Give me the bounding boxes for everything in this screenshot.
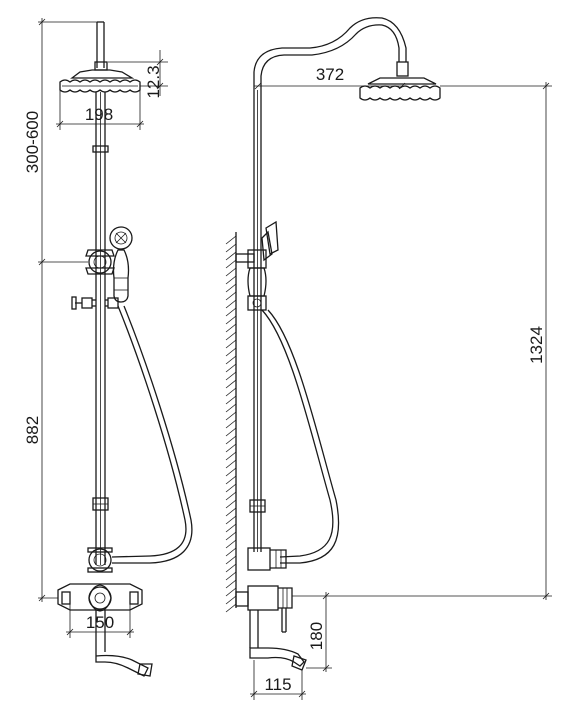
wall-hatch-line: [225, 275, 237, 285]
wall-hatch-line: [225, 507, 237, 517]
wall-hatch-line: [225, 339, 237, 349]
wall-hatch-line: [225, 555, 237, 565]
dim-mixer-centers: 150: [86, 613, 114, 632]
dim-spout-drop: 180: [307, 622, 326, 650]
dim-total-height: 1324: [527, 326, 546, 364]
wall-hatch-line: [225, 331, 237, 341]
side-lower-diverter: [247, 547, 287, 571]
dimension-labels: 12.3 198 300-600 882 150 372 1324 180 11…: [23, 65, 546, 694]
dim-spout-reach: 115: [264, 675, 291, 694]
wall-hatch-line: [225, 587, 237, 597]
front-view: [57, 21, 193, 677]
wall-hatch-line: [225, 467, 237, 477]
side-column: [249, 90, 266, 552]
front-slide-bracket: [71, 296, 119, 310]
front-mixer: [57, 583, 143, 612]
wall-hatch-line: [225, 451, 237, 461]
dim-arm-reach: 372: [316, 65, 344, 84]
front-shower-head: [59, 61, 141, 93]
wall-hatch-line: [225, 475, 237, 485]
wall-hatch-line: [225, 595, 237, 605]
wall-hatch-line: [225, 499, 237, 509]
side-arched-arm: [253, 17, 407, 90]
side-spout: [249, 610, 307, 671]
side-hand-shower: [235, 220, 279, 311]
side-view: [225, 17, 441, 671]
wall-hatch-line: [225, 251, 237, 261]
wall-hatch-line: [225, 563, 237, 573]
front-top-riser: [96, 21, 105, 68]
side-mixer: [235, 585, 293, 633]
wall-hatch-line: [225, 371, 237, 381]
wall-hatch-line: [225, 571, 237, 581]
wall-hatch-line: [225, 603, 237, 613]
front-hose: [111, 305, 193, 564]
wall-hatch-line: [225, 419, 237, 429]
side-hose: [261, 309, 340, 564]
dim-head-thickness: 12.3: [144, 65, 163, 98]
side-shower-head: [359, 61, 441, 101]
wall-hatch-line: [225, 547, 237, 557]
wall-hatch-line: [225, 435, 237, 445]
wall-hatch-line: [225, 307, 237, 317]
dim-head-diameter: 198: [85, 105, 113, 124]
wall-hatch-line: [225, 523, 237, 533]
front-hand-shower: [109, 226, 133, 303]
wall-hatch-line: [225, 267, 237, 277]
wall-hatch-line: [225, 443, 237, 453]
front-main-column: [92, 92, 109, 565]
wall-hatch-line: [225, 355, 237, 365]
wall-hatch-line: [225, 363, 237, 373]
wall-hatch-line: [225, 259, 237, 269]
wall-hatch-line: [225, 243, 237, 253]
wall-hatch-line: [225, 491, 237, 501]
side-dimension-lines: [250, 82, 552, 700]
wall-hatch-line: [225, 403, 237, 413]
wall-hatch-line: [225, 483, 237, 493]
wall-hatch-line: [225, 379, 237, 389]
wall-hatch-line: [225, 323, 237, 333]
front-spout: [95, 610, 153, 677]
wall-hatch-line: [225, 347, 237, 357]
dim-height-adjust: 300-600: [23, 111, 42, 173]
front-upper-joint: [85, 249, 115, 275]
wall-hatch-line: [225, 283, 237, 293]
wall-hatch-line: [225, 427, 237, 437]
wall-hatch-line: [225, 411, 237, 421]
wall-hatch-line: [225, 515, 237, 525]
wall-hatch-line: [225, 299, 237, 309]
wall-hatch-line: [225, 235, 237, 245]
wall-hatch-line: [225, 387, 237, 397]
front-lower-diverter: [87, 547, 113, 573]
wall-hatch-line: [225, 579, 237, 589]
wall-hatch-line: [225, 395, 237, 405]
wall-hatch-line: [225, 315, 237, 325]
wall-hatch-line: [225, 531, 237, 541]
side-wall: [225, 232, 237, 613]
wall-hatch-line: [225, 291, 237, 301]
front-dimension-lines: [38, 18, 168, 638]
wall-hatch-line: [225, 459, 237, 469]
wall-hatch-line: [225, 539, 237, 549]
dim-column-height: 882: [23, 416, 42, 444]
